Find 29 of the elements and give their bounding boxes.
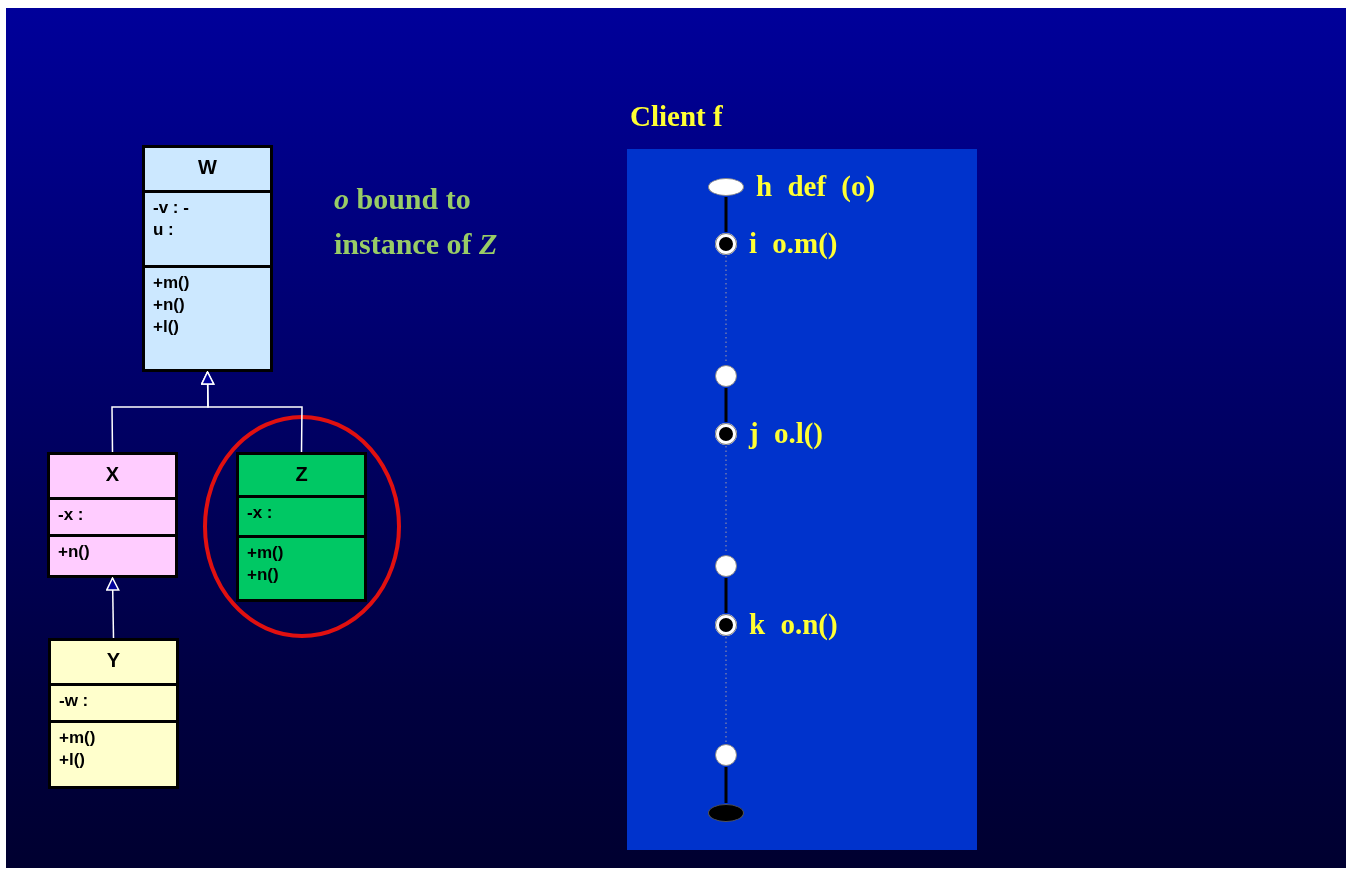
annotation-text: o bound to instance of Z [334, 181, 499, 262]
connector-line [724, 197, 728, 232]
step-label: i o.m() [749, 226, 838, 260]
connector-line [724, 767, 728, 803]
method-list: +m() +l() [59, 727, 119, 771]
class-box [47, 452, 178, 578]
class-name: Y [106, 649, 121, 671]
attribute-list: -w : [59, 690, 119, 712]
connector-line [724, 578, 728, 613]
attribute-list: -v : -u : [153, 197, 189, 241]
class-box [48, 638, 179, 789]
panel-title: Client f [630, 100, 723, 133]
step-label: j o.l() [749, 416, 824, 450]
class-name: Z [295, 463, 308, 485]
class-box [142, 145, 273, 372]
class-name: W [198, 156, 217, 178]
method-list: +m() +n() +l() [153, 272, 213, 338]
attribute-list: -x : [58, 504, 118, 526]
generalization-arrow [200, 371, 303, 453]
method-list: +m() +n() [247, 542, 307, 586]
attribute-list: -x : [247, 502, 307, 524]
step-label: k o.n() [749, 607, 838, 641]
generalization-arrow [105, 577, 120, 639]
class-box [236, 452, 367, 602]
method-list: +n() [58, 541, 118, 563]
class-name: X [105, 463, 120, 485]
step-label: h def (o) [756, 169, 876, 203]
dotted-line [725, 636, 727, 744]
connector-line [724, 388, 728, 422]
